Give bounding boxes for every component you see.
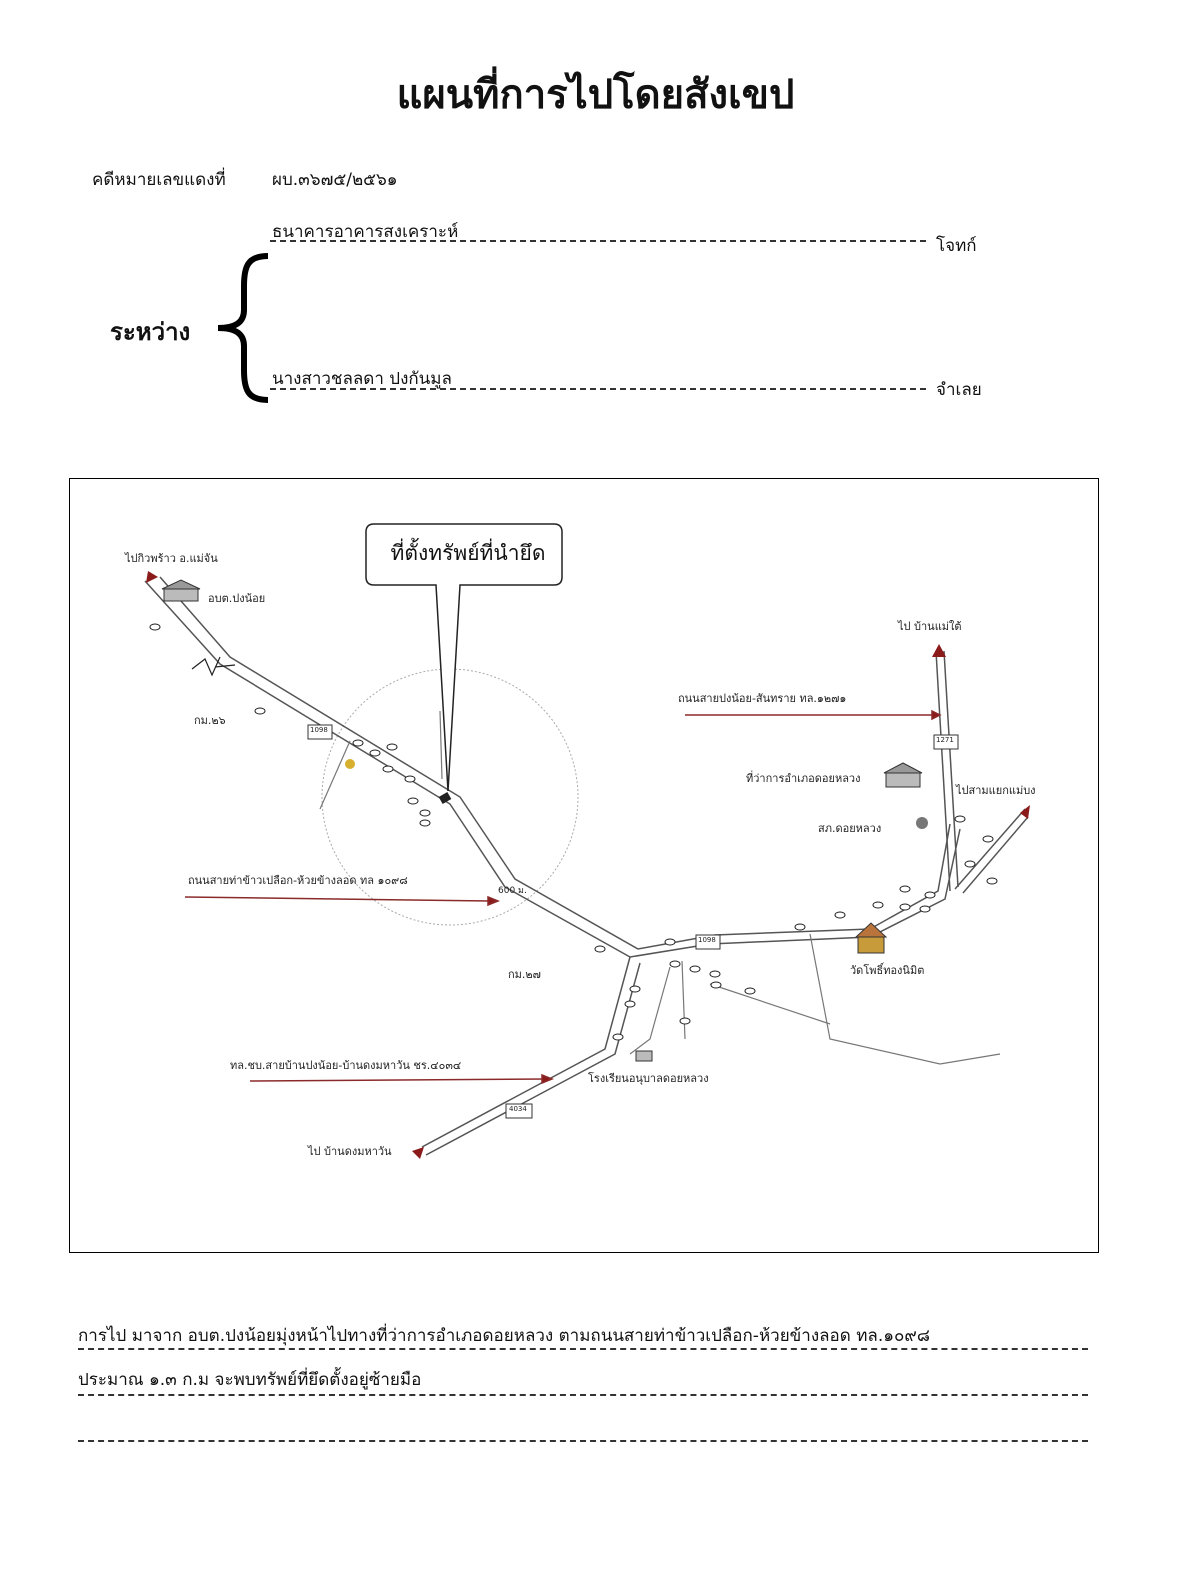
label-police-station: สภ.ดอยหลวง: [818, 822, 882, 835]
shield-1271: 1271: [936, 736, 954, 744]
defendant-role: จำเลย: [936, 380, 982, 400]
label-road-4034: ทล.ชบ.สายบ้านปงน้อย-บ้านดงมหาวัน ชร.๔๐๓๔: [230, 1059, 462, 1072]
label-distance-600: 600 ม.: [498, 886, 527, 896]
road-mae-bong: [954, 808, 1029, 894]
property-callout: ที่ตั้งทรัพย์ที่นำยึด: [390, 541, 546, 565]
shield-1098-west: 1098: [310, 726, 328, 734]
description-dotted-line-3: [78, 1440, 1088, 1442]
case-number-value: ผบ.๓๖๗๕/๒๕๖๑: [272, 170, 398, 190]
plaintiff-role: โจทก์: [936, 236, 977, 256]
label-to-ban-mae-tai: ไป บ้านแม่ใต้: [898, 620, 962, 633]
map-drawing: [144, 523, 1030, 1159]
case-number-label: คดีหมายเลขแดงที่: [92, 170, 226, 190]
description-line-1: การไป มาจาก อบต.ปงน้อยมุ่งหน้าไปทางที่ว่…: [78, 1326, 930, 1346]
description-line-2: ประมาณ ๑.๓ ก.ม จะพบทรัพย์ที่ยึดตั้งอยู่ซ…: [78, 1370, 422, 1390]
label-district-office: ที่ว่าการอำเภอดอยหลวง: [746, 772, 861, 785]
road-1271: [935, 650, 959, 892]
description-dotted-line-1: [78, 1348, 1088, 1350]
between-label: ระหว่าง: [110, 318, 191, 346]
label-km26: กม.๒๖: [194, 714, 226, 727]
label-kindergarten: โรงเรียนอนุบาลดอยหลวง: [588, 1072, 709, 1085]
curly-brace-icon: [217, 253, 269, 403]
shield-1098-east: 1098: [698, 936, 716, 944]
road-4034: [421, 956, 641, 1156]
road-1098: [144, 576, 961, 958]
label-to-ban-dong: ไป บ้านดงมหาวัน: [308, 1145, 392, 1158]
side-roads: [319, 710, 1001, 1065]
description-dotted-line-2: [78, 1394, 1088, 1396]
shield-4034: 4034: [509, 1105, 527, 1113]
label-obt-pong-noi: อบต.ปงน้อย: [208, 592, 266, 605]
plaintiff-dotted-line: [270, 240, 926, 242]
page-title: แผนที่การไปโดยสังเขป: [396, 72, 795, 118]
label-wat: วัดโพธิ์ทองนิมิต: [850, 964, 925, 977]
label-km27: กม.๒๗: [508, 968, 541, 981]
label-to-kiew-phrao: ไปกิวพร้าว อ.แม่จัน: [125, 552, 218, 565]
label-to-sam-yaek: ไปสามแยกแม่บง: [956, 784, 1036, 797]
label-road-1271: ถนนสายปงน้อย-สันทราย ทล.๑๒๗๑: [678, 692, 847, 705]
plaintiff-name: ธนาคารอาคารสงเคราะห์: [272, 222, 459, 242]
location-map: ที่ตั้งทรัพย์ที่นำยึด ไปกิวพร้าว อ.แม่จั…: [69, 478, 1099, 1253]
defendant-dotted-line: [270, 388, 926, 390]
defendant-name: นางสาวชลลดา ปงกันมูล: [272, 369, 452, 389]
label-road-1098: ถนนสายท่าข้าวเปลือก-ห้วยข้างลอด ทล ๑๐๙๘: [188, 874, 408, 887]
